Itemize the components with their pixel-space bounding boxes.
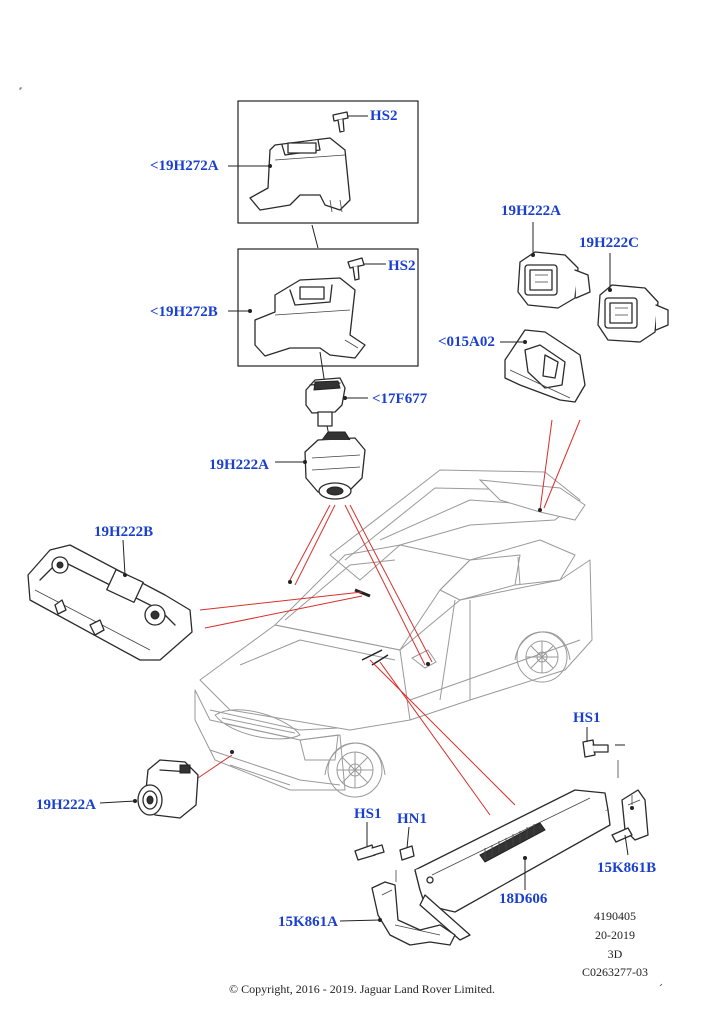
ref-code: C0263277-03 [582, 965, 648, 979]
camera-mirror-19h222a [275, 431, 366, 500]
label-module-18d606: 18D606 [499, 891, 548, 907]
ref-date: 20-2019 [595, 928, 635, 942]
corner-mark-bottom [659, 983, 663, 987]
detail-box-a [237, 100, 419, 224]
connector-17f677 [305, 377, 368, 441]
box-link-line [311, 224, 319, 249]
bracket-19h272a-group [228, 100, 419, 224]
label-camera-mirror: 19H222A [209, 457, 269, 473]
copyright-notice: © Copyright, 2016 - 2019. Jaguar Land Ro… [228, 982, 496, 996]
label-hs2-top: HS2 [370, 108, 398, 124]
bracket-19h272b-group [228, 248, 419, 367]
label-hs2-mid: HS2 [388, 258, 416, 274]
label-bracket-015a02: <015A02 [438, 334, 495, 350]
corner-mark-top [19, 87, 22, 90]
label-bracket-15k861b: 15K861B [597, 860, 657, 876]
ref-view: 3D [607, 947, 623, 961]
label-rear-cam-c: 19H222C [579, 235, 639, 251]
label-hs1-right: HS1 [573, 710, 601, 726]
label-bracket-19h272a: <19H272A [150, 158, 219, 174]
vehicle-outline [194, 469, 593, 798]
rear-bracket-015a02 [500, 329, 586, 403]
callout-lines [194, 419, 581, 816]
label-bracket-15k861a: 15K861A [278, 914, 338, 930]
label-rear-cam-a: 19H222A [501, 203, 561, 219]
bracket-15k861a-group [339, 822, 456, 946]
module-18d606 [414, 789, 611, 941]
ref-number: 4190405 [594, 909, 636, 923]
rear-camera-19h222c [597, 253, 669, 343]
rear-camera-19h222a [517, 222, 591, 309]
label-camera-front: 19H222A [36, 797, 96, 813]
label-hn1: HN1 [397, 811, 427, 827]
detail-box-b [237, 248, 419, 367]
label-hs1-bottom: HS1 [354, 806, 382, 822]
bracket-15k861b-group [582, 727, 649, 856]
label-camera-panel: 19H222B [94, 524, 154, 540]
label-bracket-19h272b: <19H272B [150, 304, 218, 320]
camera-front-19h222a [99, 759, 199, 819]
label-connector-17f677: <17F677 [372, 391, 428, 407]
camera-panel-19h222b [27, 539, 193, 661]
